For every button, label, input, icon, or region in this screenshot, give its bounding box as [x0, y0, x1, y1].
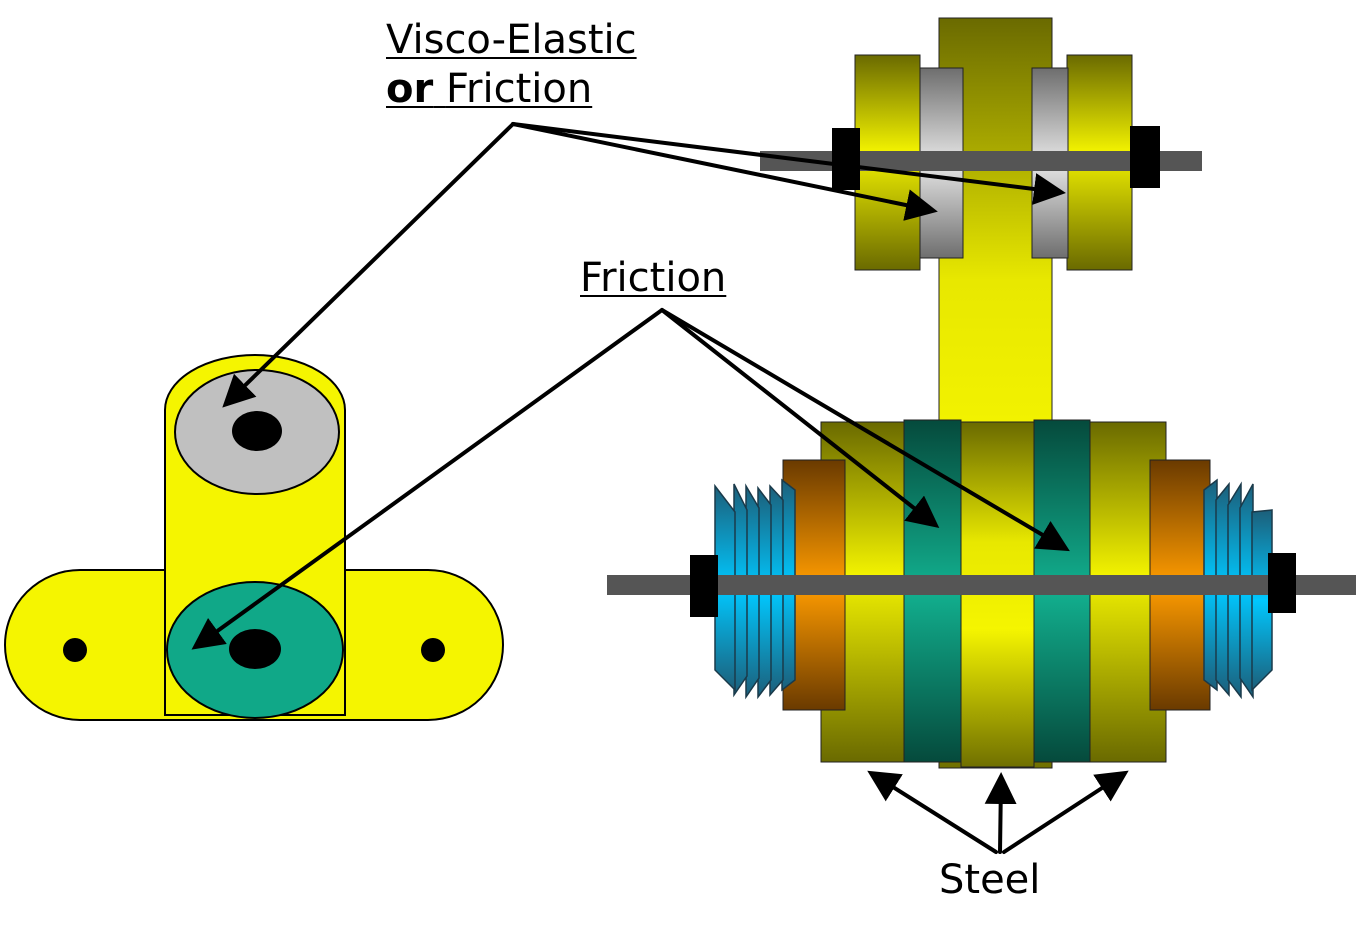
arrow-steel-left [867, 770, 998, 854]
arrow-friction-to-plan-pad [191, 308, 664, 650]
label-steel: Steel [939, 857, 1041, 903]
leader-arrows [191, 122, 1129, 854]
pad-hole-top [232, 411, 282, 451]
label-or-friction: or Friction [386, 65, 592, 113]
pad-hole-bottom [229, 629, 281, 669]
arrow-visco-to-upper-pad-left [511, 122, 938, 221]
lower-rod [607, 575, 1356, 595]
upper-nut-right [1130, 126, 1160, 188]
label-visco-elastic: Visco-Elastic [386, 17, 637, 63]
lower-nut-right [1268, 553, 1296, 613]
arrow-friction-to-lower-pad-left [660, 308, 940, 528]
arrow-visco-to-upper-pad-right [511, 122, 1066, 205]
arrow-steel-right [1002, 770, 1129, 854]
upper-bolt-head-left [832, 128, 860, 190]
label-or: or [386, 66, 434, 112]
label-friction: Friction [580, 255, 727, 301]
arrow-steel-center [984, 772, 1017, 854]
lower-damper [607, 419, 1356, 768]
upper-rod [760, 151, 1202, 171]
arrow-friction-to-lower-pad-right [660, 308, 1070, 552]
base-hole-right [421, 638, 445, 662]
arrow-visco-to-plan-pad [222, 122, 515, 408]
lower-bolt-head-left [690, 555, 718, 617]
base-hole-left [63, 638, 87, 662]
joint-plan-view [4, 354, 504, 721]
label-friction-alt: Friction [445, 66, 593, 112]
